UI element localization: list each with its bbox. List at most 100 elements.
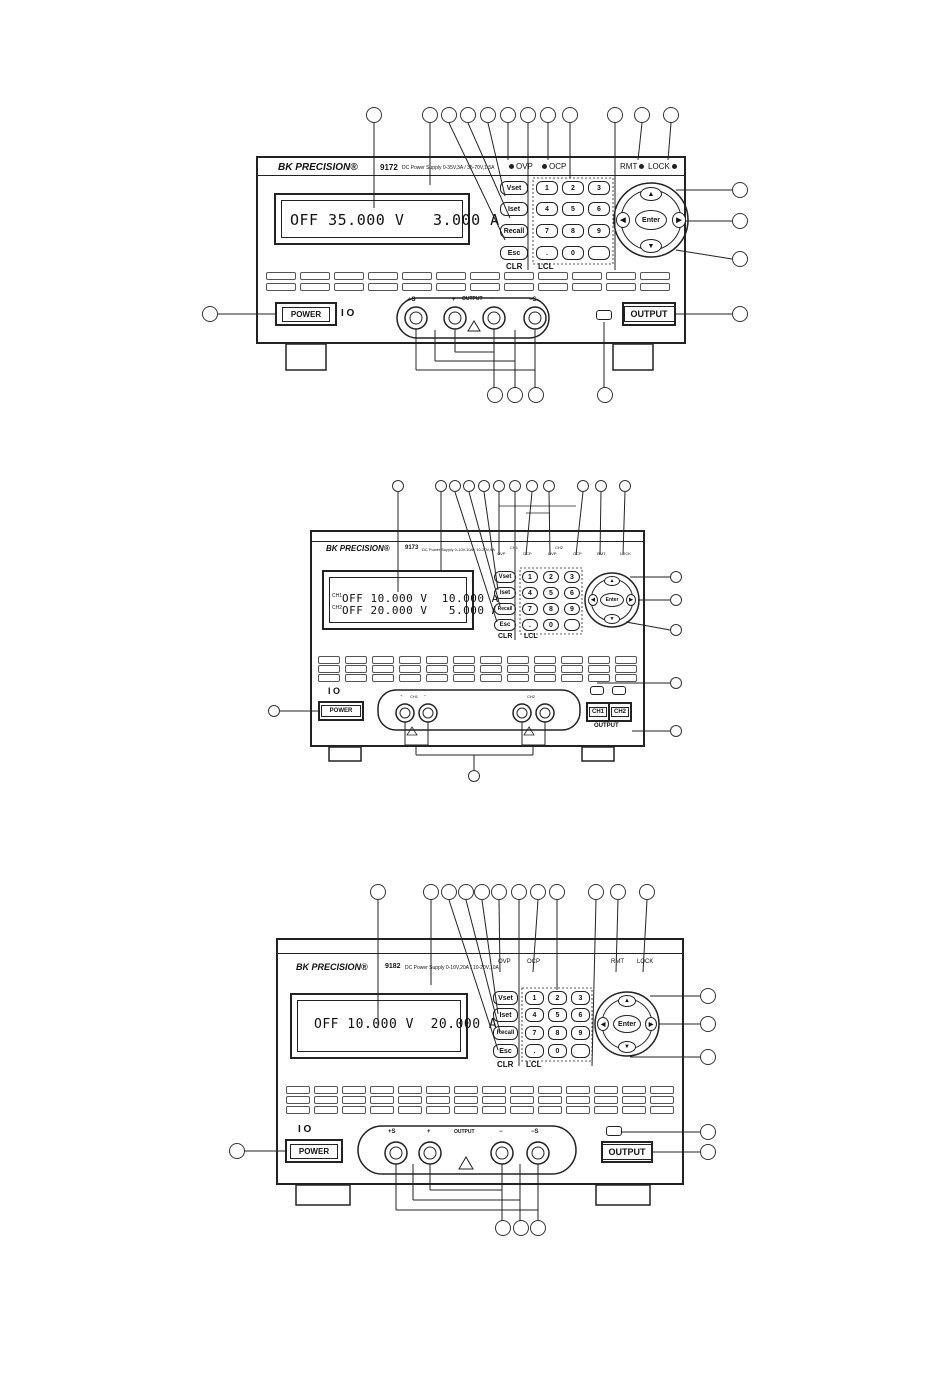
ce-key[interactable] — [588, 246, 610, 260]
vent-slot — [470, 283, 500, 291]
vent-slot — [615, 665, 637, 673]
digit-6-key[interactable]: 6 — [588, 202, 610, 216]
digit-5-key[interactable]: 5 — [562, 202, 584, 216]
down-arrow-key[interactable]: ▼ — [618, 1041, 636, 1053]
lcl-label: LCL — [526, 1060, 542, 1069]
callout — [670, 677, 682, 689]
right-arrow-key[interactable]: ▶ — [672, 212, 686, 228]
callout — [509, 480, 521, 492]
callout — [480, 107, 496, 123]
digit-9-key[interactable]: 9 — [588, 224, 610, 238]
callout — [700, 1016, 716, 1032]
digit-0-key[interactable]: 0 — [548, 1044, 567, 1058]
callout — [435, 480, 447, 492]
ch2-output-button[interactable]: CH2 — [608, 702, 632, 722]
ce-key[interactable] — [564, 619, 580, 631]
callout — [530, 884, 546, 900]
enter-key[interactable]: Enter — [600, 593, 624, 607]
callout — [732, 213, 748, 229]
right-arrow-key[interactable]: ▶ — [626, 594, 636, 606]
left-arrow-key[interactable]: ◀ — [588, 594, 598, 606]
ce-key[interactable] — [571, 1044, 590, 1058]
digit-6-key[interactable]: 6 — [571, 1008, 590, 1022]
callout — [268, 705, 280, 717]
ch1-output-button[interactable]: CH1 — [586, 702, 610, 722]
digit-4-key[interactable]: 4 — [522, 587, 538, 599]
digit-7-key[interactable]: 7 — [536, 224, 558, 238]
callout — [500, 107, 516, 123]
up-arrow-key[interactable]: ▲ — [604, 576, 620, 586]
enter-key[interactable]: Enter — [635, 210, 667, 230]
digit-5-key[interactable]: 5 — [543, 587, 559, 599]
terminal-output-label: OUTPUT — [462, 296, 483, 302]
down-arrow-key[interactable]: ▼ — [640, 239, 662, 253]
digit-2-key[interactable]: 2 — [543, 571, 559, 583]
terminal-plus-sense-label: +S — [408, 297, 416, 303]
esc-key[interactable]: Esc — [494, 619, 516, 631]
digit-8-key[interactable]: 8 — [548, 1026, 567, 1040]
digit-1-key[interactable]: 1 — [522, 571, 538, 583]
callout — [511, 884, 527, 900]
lcd-readout: OFF 10.000 V 20.000 A — [314, 1017, 498, 1032]
digit-9-key[interactable]: 9 — [571, 1026, 590, 1040]
power-switch[interactable]: POWER — [275, 302, 337, 326]
digit-4-key[interactable]: 4 — [536, 202, 558, 216]
callout — [549, 884, 565, 900]
vent-slot — [266, 283, 296, 291]
vent-slot — [588, 656, 610, 664]
output-button[interactable]: OUTPUT — [622, 302, 676, 326]
callout — [449, 480, 461, 492]
digit-0-key[interactable]: 0 — [562, 246, 584, 260]
vset-key[interactable]: Vset — [494, 571, 516, 583]
iset-key[interactable]: Iset — [493, 1008, 518, 1022]
ch2-tag: CH2 — [332, 605, 343, 611]
digit-3-key[interactable]: 3 — [571, 991, 590, 1005]
vent-slot — [615, 656, 637, 664]
vent-slot — [622, 1106, 646, 1114]
vent-slot — [436, 283, 466, 291]
esc-key[interactable]: Esc — [493, 1044, 518, 1058]
callout — [495, 1220, 511, 1236]
output-button[interactable]: OUTPUT — [601, 1141, 653, 1163]
vent-slot — [538, 1086, 562, 1094]
digit-9-key[interactable]: 9 — [564, 603, 580, 615]
vent-slot — [436, 272, 466, 280]
digit-6-key[interactable]: 6 — [564, 587, 580, 599]
digit-3-key[interactable]: 3 — [588, 181, 610, 195]
right-arrow-key[interactable]: ▶ — [645, 1017, 657, 1031]
ocp-label: OCP — [549, 162, 567, 171]
power-switch[interactable]: POWER — [285, 1139, 343, 1163]
enter-key[interactable]: Enter — [613, 1015, 641, 1033]
digit-8-key[interactable]: 8 — [562, 224, 584, 238]
led-icon — [542, 164, 547, 170]
vent-slot — [588, 674, 610, 682]
up-arrow-key[interactable]: ▲ — [640, 187, 662, 201]
vent-slot — [345, 665, 367, 673]
digit-1-key[interactable]: 1 — [525, 991, 544, 1005]
digit-7-key[interactable]: 7 — [522, 603, 538, 615]
dot-key[interactable]: . — [525, 1044, 544, 1058]
down-arrow-key[interactable]: ▼ — [604, 614, 620, 624]
callout — [588, 884, 604, 900]
digit-0-key[interactable]: 0 — [543, 619, 559, 631]
left-arrow-key[interactable]: ◀ — [616, 212, 630, 228]
callout — [513, 1220, 529, 1236]
left-arrow-key[interactable]: ◀ — [597, 1017, 609, 1031]
digit-2-key[interactable]: 2 — [548, 991, 567, 1005]
arrow-left-icon: ◀ — [591, 597, 595, 603]
power-switch[interactable]: POWER — [318, 701, 364, 721]
digit-4-key[interactable]: 4 — [525, 1008, 544, 1022]
digit-2-key[interactable]: 2 — [562, 181, 584, 195]
up-arrow-key[interactable]: ▲ — [618, 995, 636, 1007]
vent-slot — [534, 665, 556, 673]
digit-8-key[interactable]: 8 — [543, 603, 559, 615]
digit-1-key[interactable]: 1 — [536, 181, 558, 195]
dot-key[interactable]: . — [536, 246, 558, 260]
digit-3-key[interactable]: 3 — [564, 571, 580, 583]
ovp-label: OVP — [516, 162, 533, 171]
digit-7-key[interactable]: 7 — [525, 1026, 544, 1040]
digit-5-key[interactable]: 5 — [548, 1008, 567, 1022]
dot-key[interactable]: . — [522, 619, 538, 631]
vset-key[interactable]: Vset — [493, 991, 518, 1005]
